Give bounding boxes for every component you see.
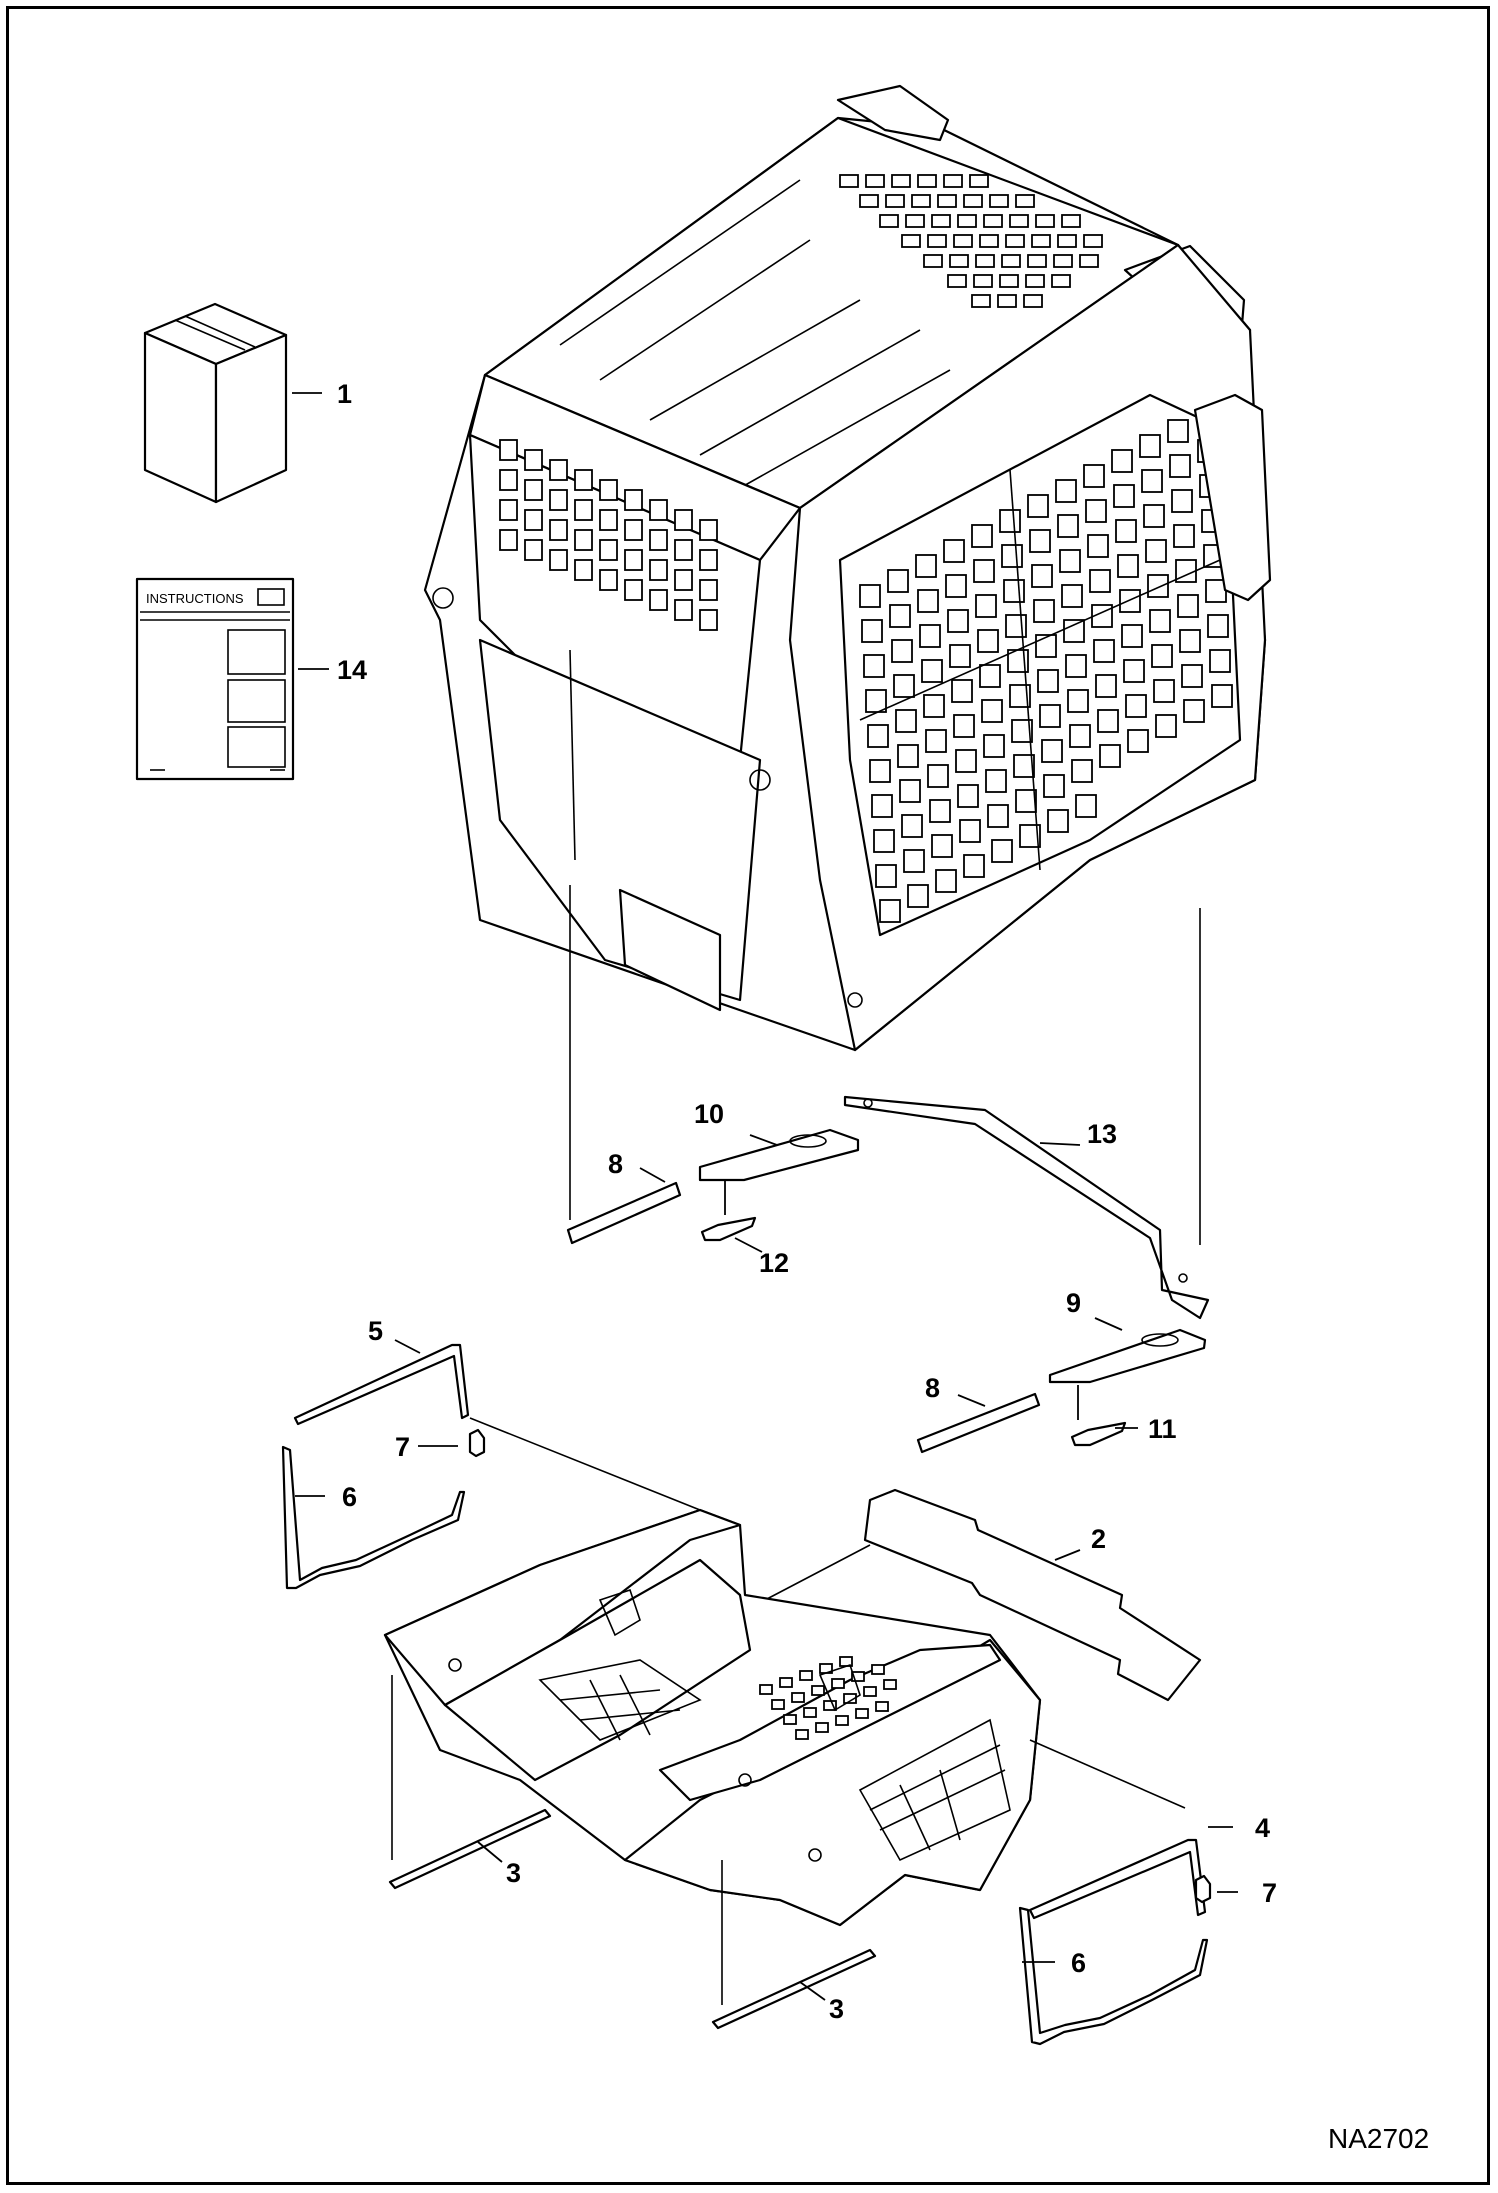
item-plate-9 <box>1048 1328 1207 1384</box>
callout-4: 4 <box>1255 1813 1270 1843</box>
callout-3-lower: 3 <box>829 1994 844 2024</box>
item-block-7-right <box>1194 1874 1212 1904</box>
callout-12: 12 <box>759 1248 789 1278</box>
item-panel-2 <box>863 1488 1202 1702</box>
callout-7-right: 7 <box>1262 1878 1277 1908</box>
item-clip-12 <box>700 1216 757 1242</box>
item-seal-6-right <box>1018 1906 1209 2046</box>
item-instructions-sheet-14: INSTRUCTIONS <box>135 577 295 781</box>
item-strip-3-upper <box>388 1808 552 1890</box>
roof-vent-grid <box>839 174 1103 308</box>
callout-1: 1 <box>337 379 352 409</box>
callout-11: 11 <box>1148 1414 1177 1444</box>
item-block-7-left <box>468 1428 486 1458</box>
item-strip-4 <box>1028 1838 1207 1920</box>
callout-2: 2 <box>1091 1524 1106 1554</box>
callout-7-left: 7 <box>395 1432 410 1462</box>
instructions-title: INSTRUCTIONS <box>146 591 244 606</box>
item-strip-5 <box>293 1343 470 1426</box>
item-box-1 <box>143 302 288 504</box>
callout-5: 5 <box>368 1316 383 1346</box>
callout-8-lower: 8 <box>925 1373 940 1403</box>
callout-6-left: 6 <box>342 1482 357 1512</box>
item-clip-11 <box>1070 1421 1127 1447</box>
item-bracket-13 <box>843 1095 1210 1320</box>
figure-id: NA2702 <box>1328 2123 1429 2154</box>
item-seal-6-left <box>281 1445 466 1590</box>
item-plate-10 <box>698 1128 860 1182</box>
item-strip-3-lower <box>711 1948 877 2030</box>
callout-8-upper: 8 <box>608 1149 623 1179</box>
callout-6-right: 6 <box>1071 1948 1086 1978</box>
callout-14: 14 <box>337 655 367 685</box>
side-screen-grid <box>499 439 718 631</box>
callout-9: 9 <box>1066 1288 1081 1318</box>
callout-13: 13 <box>1087 1119 1117 1149</box>
item-strip-8-lower <box>916 1392 1041 1454</box>
cab-assembly <box>423 84 1272 1052</box>
floor-grid <box>759 1656 897 1740</box>
floor-assembly <box>383 1508 1042 1927</box>
callout-3-upper: 3 <box>506 1858 521 1888</box>
item-strip-8-upper <box>566 1181 682 1245</box>
front-screen-grid <box>859 419 1233 923</box>
callout-10: 10 <box>694 1099 724 1129</box>
